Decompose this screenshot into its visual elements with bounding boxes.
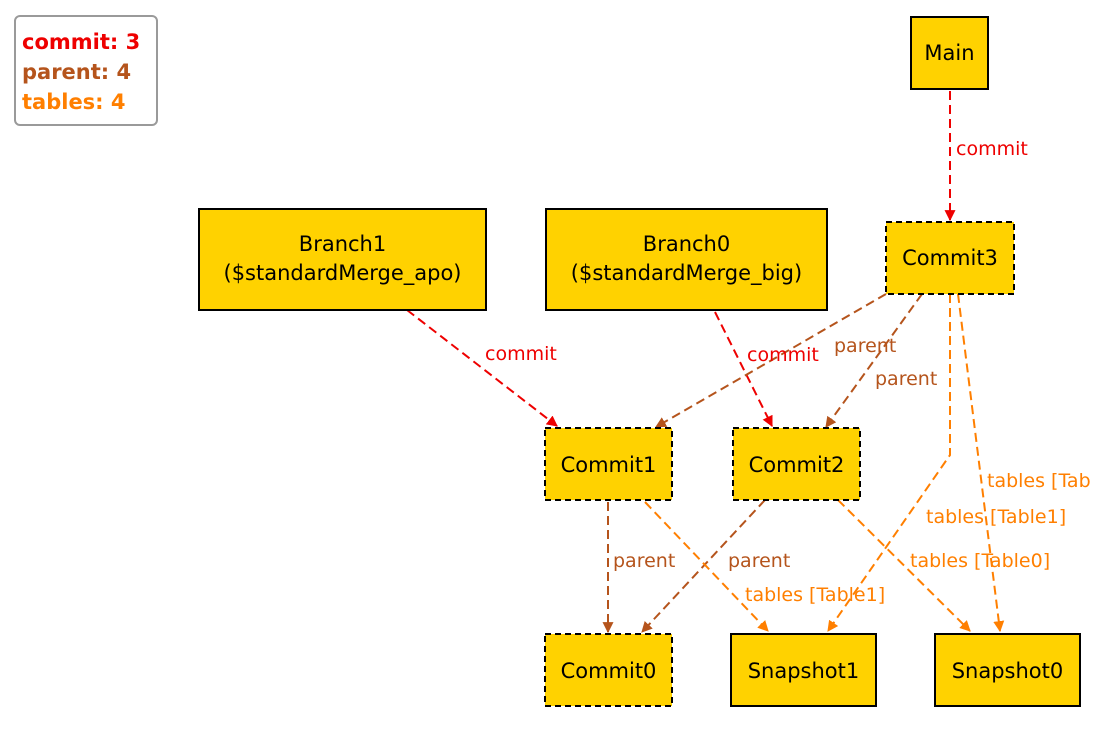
node-commit1[interactable]: Commit1 — [544, 427, 673, 501]
edge-labels: commit commit commit parent parent paren… — [485, 138, 1091, 606]
edge-commit3-snapshot1 — [827, 294, 951, 632]
edge-commit1-snapshot1 — [644, 501, 769, 632]
node-commit0-label: Commit0 — [561, 659, 657, 683]
edge-label-commit1-commit0: parent — [613, 550, 675, 572]
legend-item-commit: commit: 3 — [22, 30, 141, 54]
node-commit1-label: Commit1 — [561, 453, 657, 477]
node-snapshot1-label: Snapshot1 — [748, 659, 860, 683]
edge-commit2-commit0 — [641, 499, 766, 633]
legend-item-parent: parent: 4 — [22, 60, 132, 84]
node-main[interactable]: Main — [910, 16, 989, 90]
node-commit0[interactable]: Commit0 — [544, 633, 673, 707]
node-branch1-subtitle: ($standardMerge_apo) — [224, 261, 462, 286]
edge-label-commit3-commit1: parent — [834, 335, 896, 357]
edge-commit3-commit1 — [655, 293, 887, 428]
node-commit3-label: Commit3 — [902, 246, 998, 270]
edge-commit3-commit2 — [825, 293, 923, 428]
edge-branch0-commit2 — [714, 311, 773, 427]
legend: commit: 3 parent: 4 tables: 4 — [14, 15, 158, 126]
nodes: Main Commit3 Branch1 ($standardMerge_apo… — [198, 16, 1081, 707]
legend-item-tables: tables: 4 — [22, 90, 126, 114]
node-branch0[interactable]: Branch0 ($standardMerge_big) — [545, 208, 828, 311]
edge-label-commit3-commit2: parent — [875, 368, 937, 390]
node-branch0-name: Branch0 — [643, 232, 730, 256]
node-branch0-subtitle: ($standardMerge_big) — [571, 261, 802, 286]
node-branch1-name: Branch1 — [299, 232, 386, 256]
edge-commit2-snapshot0 — [837, 499, 971, 632]
edges — [406, 91, 1005, 634]
node-branch1[interactable]: Branch1 ($standardMerge_apo) — [198, 208, 487, 311]
node-commit2-label: Commit2 — [749, 453, 845, 477]
edge-branch1-commit1 — [406, 309, 558, 427]
edge-commit3-snapshot0 — [957, 293, 1005, 633]
node-main-label: Main — [924, 41, 974, 65]
node-commit2[interactable]: Commit2 — [732, 427, 861, 501]
edge-label-commit2-snapshot0: tables [Table0] — [910, 550, 1050, 572]
edge-label-branch0-commit2: commit — [747, 344, 819, 366]
edge-label-commit3-snapshot0: tables [Tab — [987, 470, 1091, 492]
node-commit3[interactable]: Commit3 — [885, 221, 1015, 295]
node-snapshot0[interactable]: Snapshot0 — [934, 633, 1081, 707]
edge-label-main-commit3: commit — [956, 138, 1028, 160]
edge-label-commit1-snapshot1: tables [Table1] — [745, 584, 885, 606]
node-snapshot1[interactable]: Snapshot1 — [730, 633, 877, 707]
edge-label-branch1-commit1: commit — [485, 343, 557, 365]
edge-label-commit3-snapshot1: tables [Table1] — [926, 506, 1066, 528]
node-snapshot0-label: Snapshot0 — [952, 659, 1064, 683]
edge-label-commit2-commit0: parent — [728, 550, 790, 572]
